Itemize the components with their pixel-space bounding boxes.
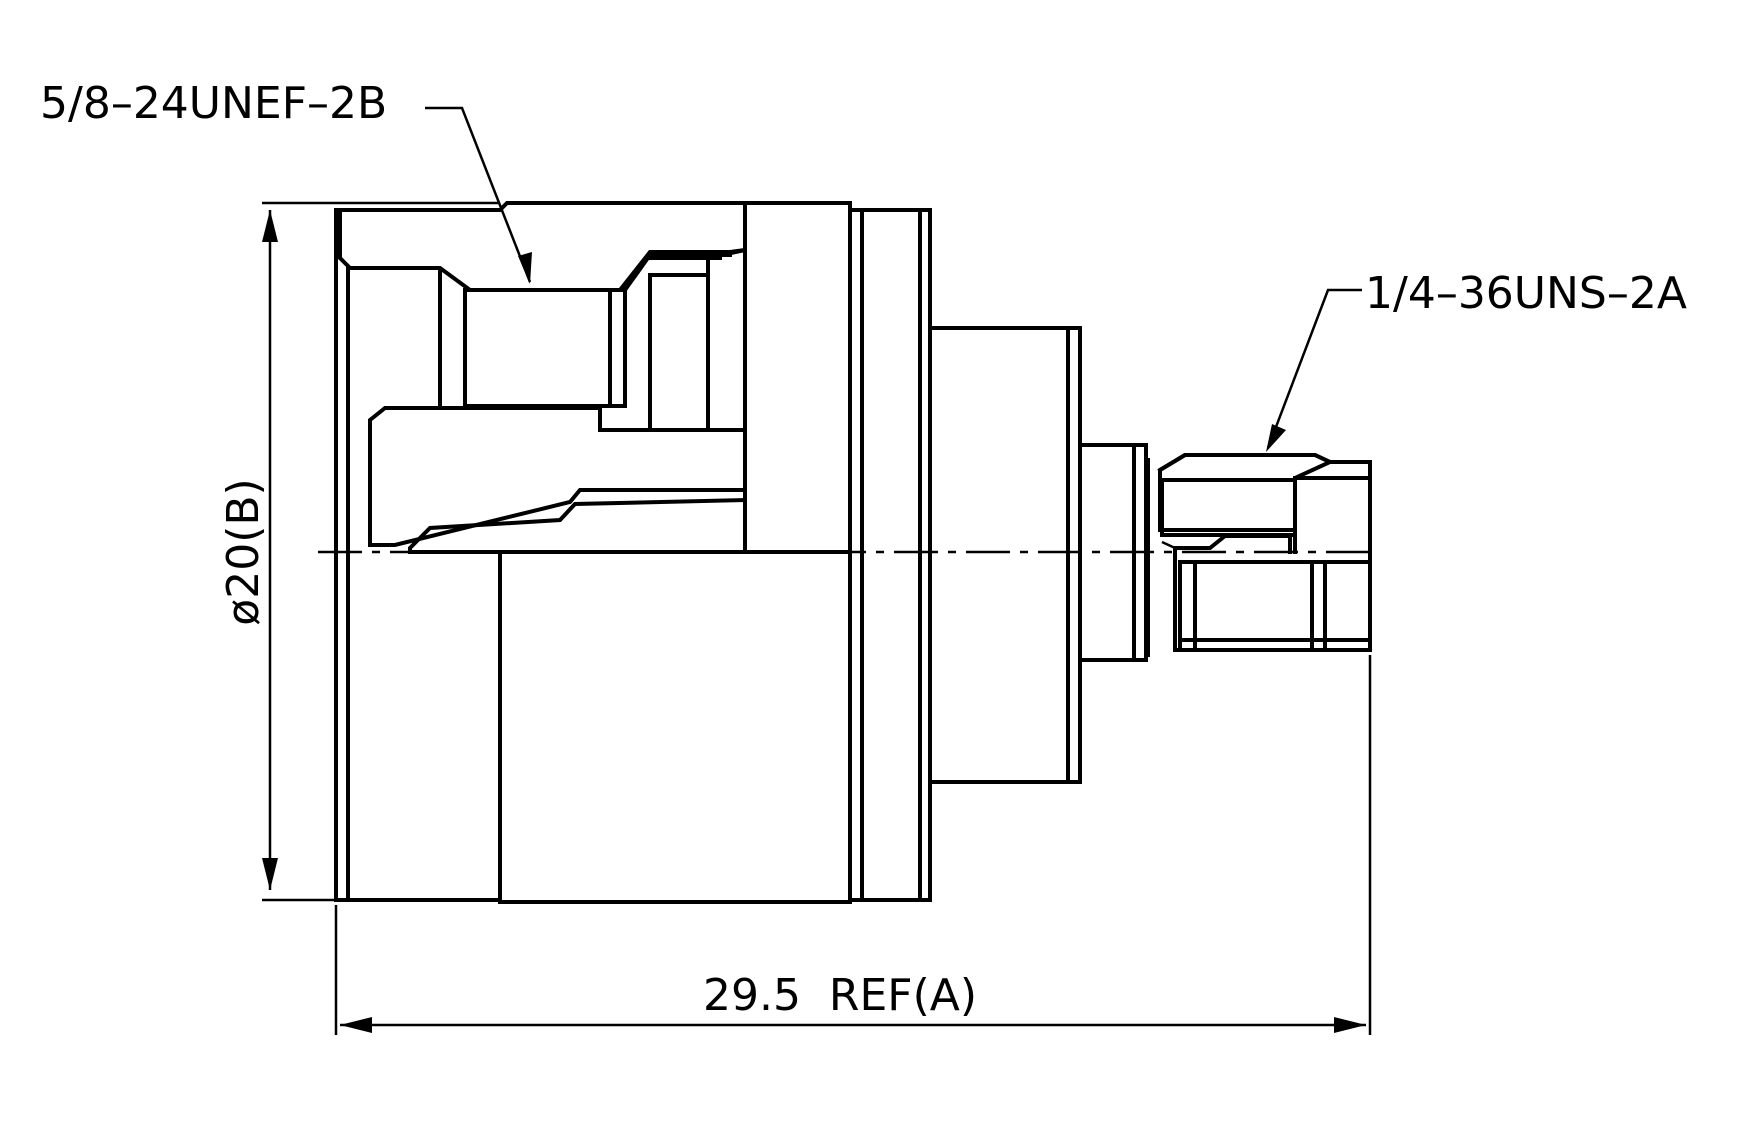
diameter-label: ø20(B) <box>218 478 269 625</box>
insert-hatch <box>648 273 710 432</box>
thread-female-label: 5/8–24UNEF–2B <box>40 78 387 129</box>
arrow-up <box>262 210 278 242</box>
dimension-length: 29.5 REF(A) <box>334 655 1372 1035</box>
body-inner-hatch <box>706 247 747 432</box>
callout-male-thread: 1/4–36UNS–2A <box>1266 268 1687 452</box>
connector-body <box>334 201 1148 904</box>
callout-female-thread: 5/8–24UNEF–2B <box>40 78 532 284</box>
sma-thread-hatch <box>1158 453 1335 532</box>
arrow-left <box>340 1017 372 1033</box>
arrow-right <box>1334 1017 1366 1033</box>
sma-inner-hatch <box>1160 478 1297 537</box>
dielectric-hatch <box>408 497 747 554</box>
length-label: 29.5 REF(A) <box>703 970 977 1021</box>
dimension-diameter: ø20(B) <box>218 201 500 902</box>
knurled-nut-upper <box>743 201 852 554</box>
thread-male-label: 1/4–36UNS–2A <box>1365 268 1687 319</box>
body-step <box>928 326 1082 784</box>
nut-inner-thread <box>463 288 627 408</box>
knurled-nut-lower <box>498 550 852 904</box>
sma-end <box>1146 453 1372 657</box>
arrow-down <box>262 858 278 890</box>
